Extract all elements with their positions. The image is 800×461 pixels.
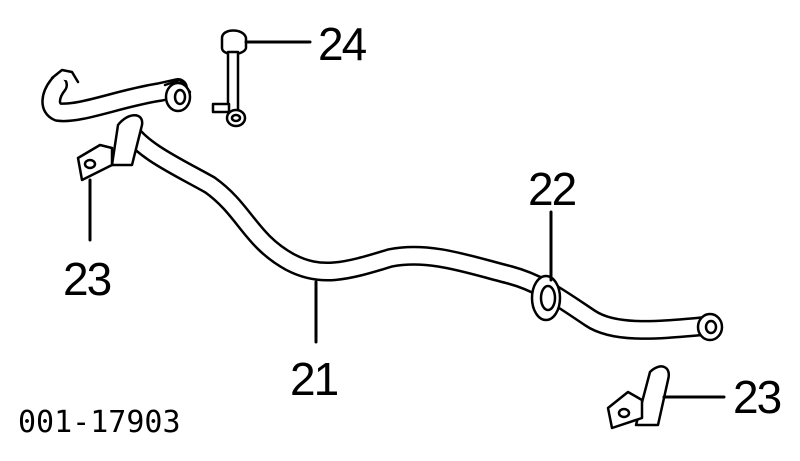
bushing [530, 274, 562, 322]
leader-lines [88, 40, 726, 399]
bar-end-eye-right [696, 312, 724, 342]
callout-21: 21 [290, 353, 338, 405]
callout-23-left: 23 [63, 253, 111, 305]
callout-23-right: 23 [733, 371, 781, 423]
figure-id: 001-17903 [18, 405, 181, 440]
callout-22: 22 [528, 163, 576, 215]
stabilizer-bar [41, 68, 715, 340]
bracket-left [76, 114, 144, 182]
bracket-right [606, 365, 671, 430]
callout-24: 24 [318, 18, 367, 70]
bar-end-eye-left [164, 81, 192, 113]
stabilizer-link [211, 29, 248, 128]
